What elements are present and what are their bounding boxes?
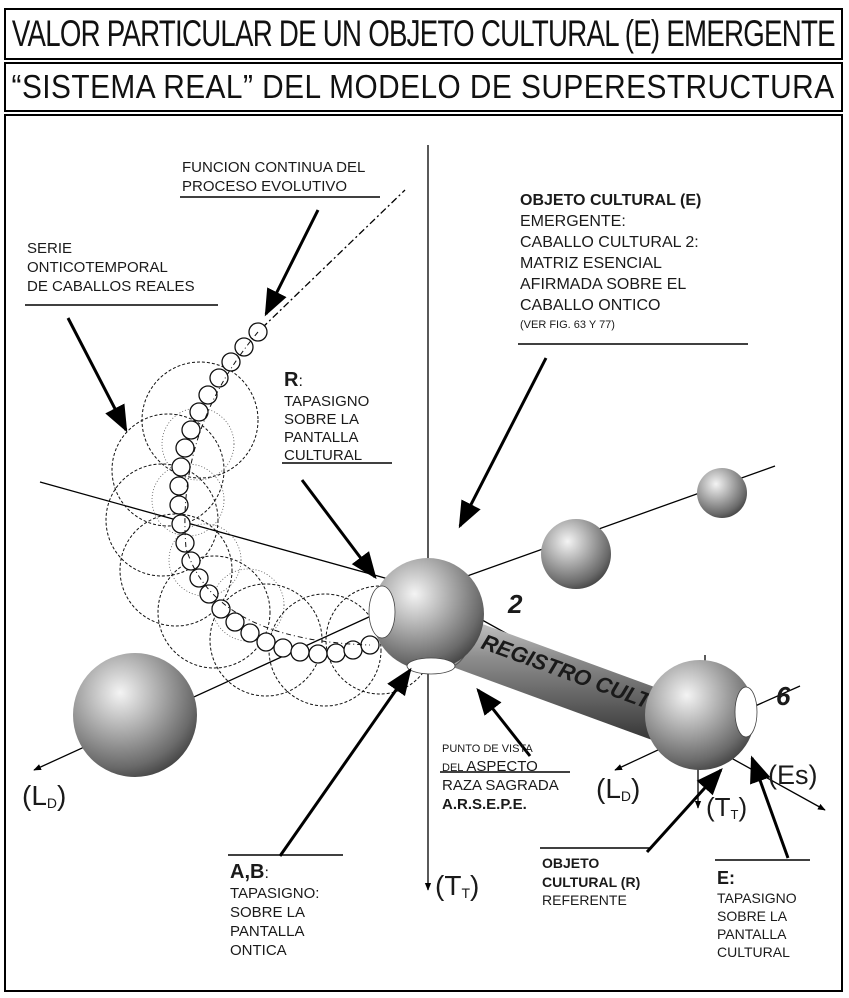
funcion-line-1: FUNCION CONTINUA DEL — [182, 159, 365, 176]
label-objeto-r: OBJETO CULTURAL (R) REFERENTE — [542, 855, 640, 908]
svg-text:A,B:: A,B: — [230, 861, 269, 883]
serie-line-3: DE CABALLOS REALES — [27, 278, 195, 295]
objeto-e-note: (VER FIG. 63 Y 77) — [520, 319, 615, 331]
page-title: VALOR PARTICULAR DE UN OBJETO CULTURAL (… — [4, 8, 843, 60]
punto-line-1: PUNTO DE VISTA — [442, 743, 533, 755]
r-line-3: PANTALLA — [284, 429, 358, 446]
r-line-1: TAPASIGNO — [284, 393, 369, 410]
sphere-left-large — [73, 653, 197, 777]
onticotemporal-series — [105, 361, 435, 707]
label-ab: A,B: TAPASIGNO: SOBRE LA PANTALLA ONTICA — [230, 861, 319, 959]
funcion-line-2: PROCESO EVOLUTIVO — [182, 178, 347, 195]
ab-line-3: PANTALLA — [230, 923, 304, 940]
objeto-e-line-1: EMERGENTE: — [520, 213, 626, 230]
objeto-e-line-4: AFIRMADA SOBRE EL — [520, 276, 686, 293]
e-title: E: — [717, 868, 735, 888]
number-6: 6 — [776, 681, 791, 711]
objeto-r-line-2: CULTURAL (R) — [542, 874, 640, 890]
label-serie: SERIE ONTICOTEMPORAL DE CABALLOS REALES — [27, 240, 195, 295]
punto-line-3: RAZA SAGRADA — [442, 777, 559, 794]
e-line-1: TAPASIGNO — [717, 890, 797, 906]
label-r: R: TAPASIGNO SOBRE LA PANTALLA CULTURAL — [284, 369, 369, 464]
axis-label-tt-right: (TT) — [706, 792, 747, 822]
diagram-panel — [4, 114, 843, 992]
e-line-4: CULTURAL — [717, 944, 790, 960]
sphere-mid — [541, 519, 611, 589]
serie-line-1: SERIE — [27, 240, 72, 257]
punto-line-2: ASPECTO — [466, 758, 537, 775]
evolution-path-dashed — [261, 189, 406, 329]
axis-label-ld-left: (LD) — [22, 780, 66, 811]
number-2: 2 — [507, 589, 523, 619]
ab-line-4: ONTICA — [230, 942, 287, 959]
ab-title-b: B — [250, 861, 264, 883]
axis-label-ld-right: (LD) — [596, 773, 640, 804]
e-line-2: SOBRE LA — [717, 908, 788, 924]
ab-title-a: A — [230, 861, 244, 883]
objeto-r-line-3: REFERENTE — [542, 892, 627, 908]
ab-line-1: TAPASIGNO: — [230, 885, 319, 902]
objeto-e-line-3: MATRIZ ESENCIAL — [520, 255, 662, 272]
objeto-r-line-1: OBJETO — [542, 855, 599, 871]
ab-line-2: SOBRE LA — [230, 904, 305, 921]
punto-line-4: A.R.S.E.P.E. — [442, 796, 527, 813]
r-colon: : — [298, 373, 302, 390]
label-funcion: FUNCION CONTINUA DEL PROCESO EVOLUTIVO — [182, 159, 365, 195]
axis-through-center — [39, 481, 429, 591]
objeto-e-line-5: CABALLO ONTICO — [520, 297, 660, 314]
axes — [33, 145, 826, 891]
ab-title-colon: : — [264, 865, 268, 882]
evolutionary-chain — [169, 322, 380, 664]
r-title: R — [284, 369, 299, 391]
axis-label-es: (Es) — [768, 760, 818, 790]
axis-label-tt-center: (TT) — [435, 870, 479, 901]
page-subtitle: “SISTEMA REAL” DEL MODELO DE SUPERESTRUC… — [4, 62, 843, 112]
spheres — [73, 468, 758, 777]
label-objeto-e: OBJETO CULTURAL (E) EMERGENTE: CABALLO C… — [520, 192, 701, 331]
punto-line-2-prefix: DEL — [442, 762, 463, 774]
label-e: E: TAPASIGNO SOBRE LA PANTALLA CULTURAL — [717, 868, 797, 960]
sphere-center — [372, 558, 484, 670]
sphere-small — [697, 468, 747, 518]
r-line-2: SOBRE LA — [284, 411, 359, 428]
r-line-4: CULTURAL — [284, 447, 362, 464]
pointer-arrows — [66, 209, 790, 859]
e-line-3: PANTALLA — [717, 926, 787, 942]
sphere-right — [645, 660, 755, 770]
objeto-e-line-2: CABALLO CULTURAL 2: — [520, 234, 699, 251]
svg-text:R:: R: — [284, 369, 303, 391]
serie-line-2: ONTICOTEMPORAL — [27, 259, 168, 276]
ab-title-comma: , — [244, 861, 250, 883]
objeto-e-title: OBJETO CULTURAL (E) — [520, 192, 701, 209]
